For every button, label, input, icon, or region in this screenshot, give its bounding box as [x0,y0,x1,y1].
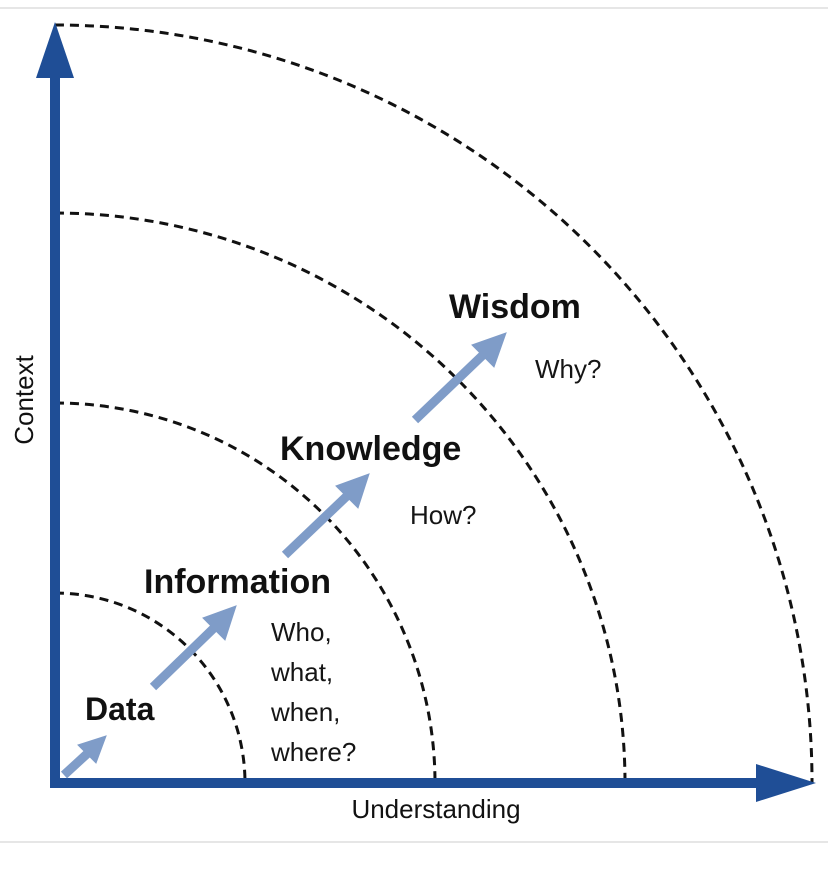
knowledge-question: How? [410,500,476,530]
arrow-to-information-icon [149,605,237,691]
wisdom-question: Why? [535,354,601,384]
arc-wisdom [54,23,814,784]
y-axis-arrowhead-icon [36,22,74,78]
information-question-line: what, [270,657,333,687]
information-question-line: Who, [271,617,332,647]
arc-data [54,591,247,784]
arrow-to-wisdom-icon [411,332,507,424]
progress-arrows [60,332,507,779]
level-information-label: Information [144,563,331,601]
y-axis-label: Context [9,354,39,444]
arc-knowledge [54,211,627,784]
arrow-to-knowledge-icon [281,473,370,559]
axes [36,22,816,802]
information-question-line: where? [270,737,356,767]
arrow-to-data-icon [60,735,107,779]
x-axis-label: Understanding [351,794,520,824]
level-knowledge-label: Knowledge [280,430,461,468]
information-question-line: when, [270,697,340,727]
x-axis-arrowhead-icon [756,764,816,802]
level-data-label: Data [85,691,155,727]
level-wisdom-label: Wisdom [449,288,581,326]
arcs [54,23,814,784]
